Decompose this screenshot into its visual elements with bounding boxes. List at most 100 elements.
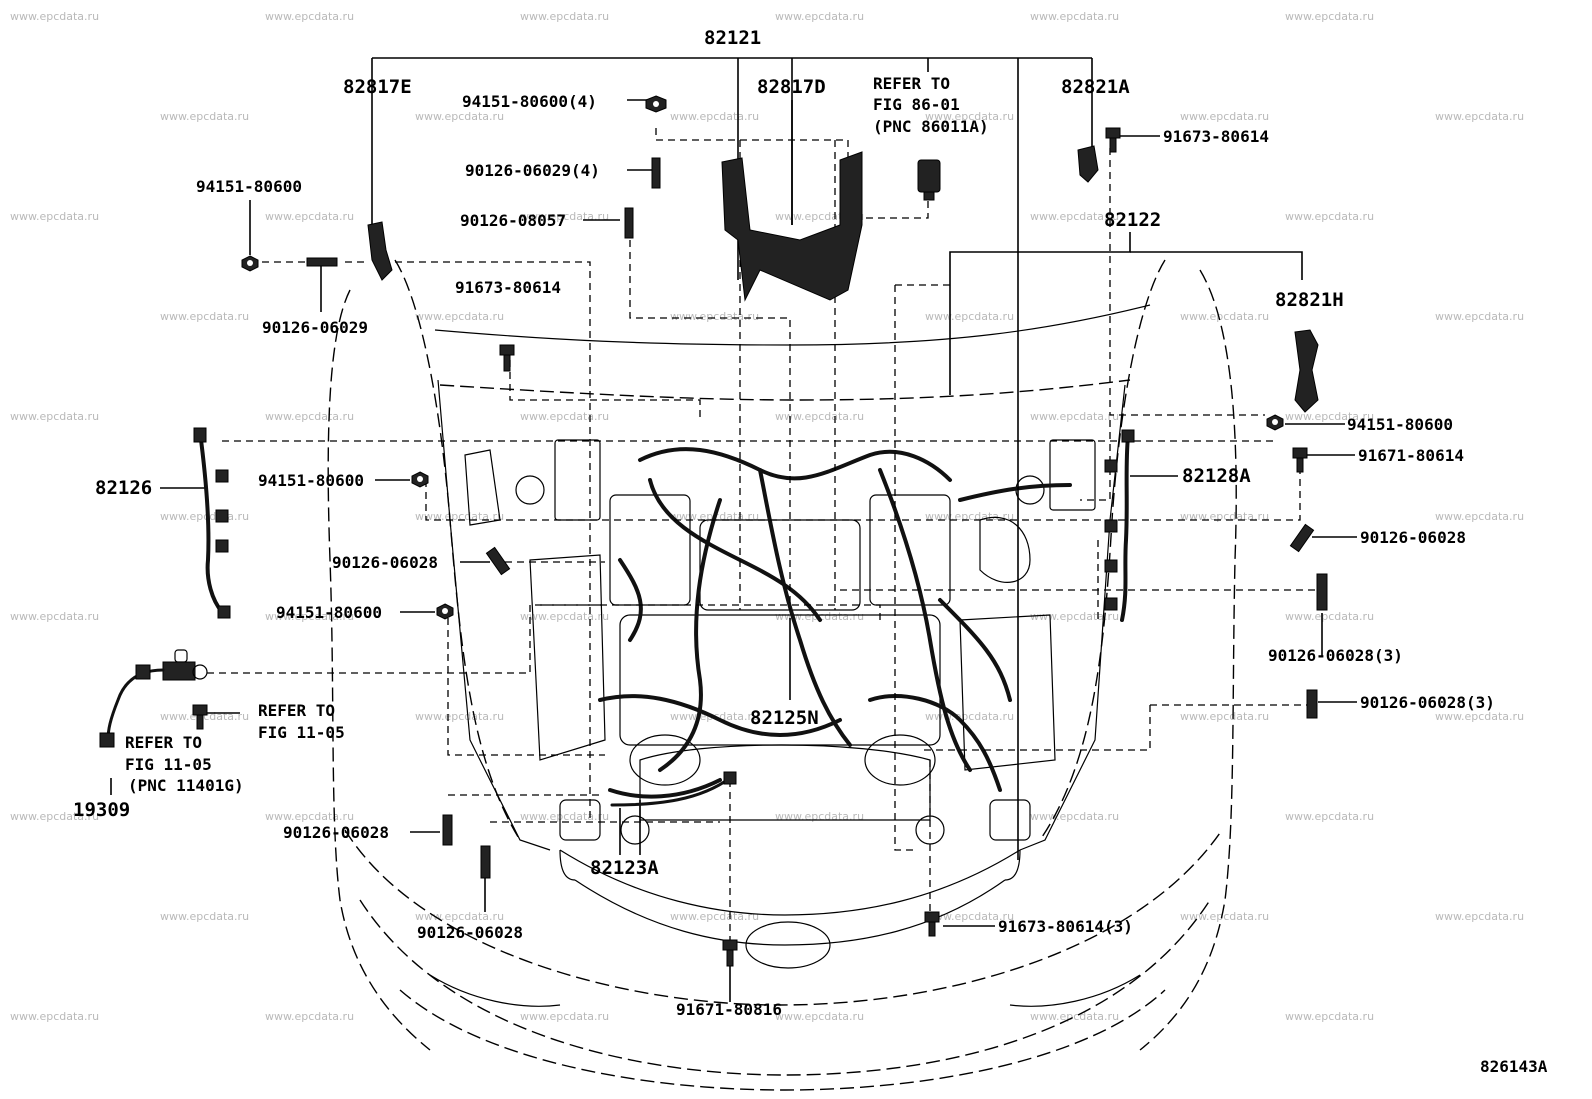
- nut-icon: [645, 95, 667, 113]
- bracket-82821h: [1294, 329, 1319, 413]
- label-90126-08057: 90126-08057: [460, 211, 566, 230]
- watermark-text: www.epcdata.ru: [775, 10, 864, 23]
- refer-86-line3: (PNC 86011A): [873, 117, 989, 136]
- label-94151-80600-right: 94151-80600: [1347, 415, 1453, 434]
- watermark-text: www.epcdata.ru: [160, 110, 249, 123]
- watermark-text: www.epcdata.ru: [1180, 910, 1269, 923]
- label-90126-06028-bottomleft: 90126-06028: [283, 823, 389, 842]
- dashed-leaders: [207, 128, 1315, 940]
- label-94151-80600-mid: 94151-80600: [258, 471, 364, 490]
- stud-icon: [442, 814, 453, 846]
- label-82817e: 82817E: [343, 76, 412, 98]
- watermark-text: www.epcdata.ru: [1285, 610, 1374, 623]
- refer-11-05-b-line3: (PNC 11401G): [128, 776, 244, 795]
- watermark-text: www.epcdata.ru: [925, 510, 1014, 523]
- watermark-text: www.epcdata.ru: [1030, 10, 1119, 23]
- watermark-text: www.epcdata.ru: [160, 310, 249, 323]
- watermark-text: www.epcdata.ru: [10, 10, 99, 23]
- watermark-text: www.epcdata.ru: [1435, 510, 1524, 523]
- watermark-text: www.epcdata.ru: [1180, 710, 1269, 723]
- label-82123a: 82123A: [590, 857, 659, 879]
- watermark-text: www.epcdata.ru: [925, 310, 1014, 323]
- nut-icon: [411, 471, 429, 488]
- label-94151-80600-left: 94151-80600: [196, 177, 302, 196]
- label-94151-80600-low: 94151-80600: [276, 603, 382, 622]
- nut-icon: [1266, 414, 1284, 431]
- watermark-text: www.epcdata.ru: [1285, 210, 1374, 223]
- watermark-text: www.epcdata.ru: [1180, 110, 1269, 123]
- harness-82123a: [610, 771, 737, 807]
- vehicle-body-outline: [327, 259, 1237, 1091]
- watermark-text: www.epcdata.ru: [775, 410, 864, 423]
- stud-icon: [651, 157, 661, 189]
- sub-harness-82126: [193, 427, 231, 619]
- label-19309: 19309: [73, 799, 130, 821]
- watermark-text: www.epcdata.ru: [1285, 810, 1374, 823]
- sensor-19309: [99, 649, 208, 748]
- label-82821h: 82821H: [1275, 289, 1344, 311]
- refer-86-line2: FIG 86-01: [873, 95, 960, 114]
- watermark-text: www.epcdata.ru: [1180, 310, 1269, 323]
- label-91673-80614-3: 91673-80614(3): [998, 917, 1133, 936]
- engine-bay: [464, 439, 1096, 845]
- watermark-text: www.epcdata.ru: [775, 1010, 864, 1023]
- watermark-text: www.epcdata.ru: [160, 910, 249, 923]
- watermark-text: www.epcdata.ru: [1180, 510, 1269, 523]
- nut-icon: [241, 255, 259, 272]
- watermark-text: www.epcdata.ru: [520, 610, 609, 623]
- stud-icon: [480, 845, 491, 879]
- refer-11-05-a-line2: FIG 11-05: [258, 723, 345, 742]
- watermark-text: www.epcdata.ru: [1285, 410, 1374, 423]
- watermark-text: www.epcdata.ru: [520, 410, 609, 423]
- nut-icon: [436, 603, 454, 620]
- label-91671-80614: 91671-80614: [1358, 446, 1464, 465]
- watermark-text: www.epcdata.ru: [1030, 810, 1119, 823]
- label-82821a: 82821A: [1061, 76, 1130, 98]
- watermark-grid: www.epcdata.ru www.epcdata.ru www.epcdata.…: [10, 10, 1524, 1023]
- watermark-text: www.epcdata.ru: [10, 810, 99, 823]
- watermark-text: www.epcdata.ru: [265, 10, 354, 23]
- watermark-text: www.epcdata.ru: [160, 510, 249, 523]
- label-82126: 82126: [95, 477, 152, 499]
- watermark-text: www.epcdata.ru: [10, 1010, 99, 1023]
- stud-icon: [485, 546, 511, 576]
- watermark-text: www.epcdata.ru: [670, 310, 759, 323]
- watermark-text: www.epcdata.ru: [1435, 910, 1524, 923]
- watermark-text: www.epcdata.ru: [670, 910, 759, 923]
- bolt-icon: [192, 704, 208, 730]
- bracket-82817d: [721, 151, 863, 302]
- stud-icon: [624, 207, 634, 239]
- watermark-text: www.epcdata.ru: [415, 710, 504, 723]
- label-91673-80614-top: 91673-80614: [455, 278, 561, 297]
- watermark-text: www.epcdata.ru: [415, 310, 504, 323]
- watermark-text: www.epcdata.ru: [1030, 1010, 1119, 1023]
- watermark-text: www.epcdata.ru: [1435, 310, 1524, 323]
- diagram-id: 826143A: [1480, 1057, 1548, 1076]
- refer-11-05-b-line2: FIG 11-05: [125, 755, 212, 774]
- parts: [99, 95, 1328, 967]
- watermark-text: www.epcdata.ru: [1285, 10, 1374, 23]
- label-90126-06028-3b: 90126-06028(3): [1360, 693, 1495, 712]
- bracket-82821a: [1077, 145, 1099, 183]
- watermark-text: www.epcdata.ru: [265, 1010, 354, 1023]
- refer-11-05-a-line1: REFER TO: [258, 701, 335, 720]
- relay-block-icon: [917, 159, 941, 201]
- label-90126-06028-right: 90126-06028: [1360, 528, 1466, 547]
- watermark-text: www.epcdata.ru: [520, 1010, 609, 1023]
- watermark-text: www.epcdata.ru: [265, 210, 354, 223]
- watermark-text: www.epcdata.ru: [10, 410, 99, 423]
- watermark-text: www.epcdata.ru: [925, 710, 1014, 723]
- label-90126-06028-3a: 90126-06028(3): [1268, 646, 1403, 665]
- label-91671-80816: 91671-80816: [676, 1000, 782, 1019]
- refer-86-line1: REFER TO: [873, 74, 950, 93]
- bolt-icon: [1292, 447, 1308, 473]
- label-91673-80614-right: 91673-80614: [1163, 127, 1269, 146]
- label-90126-06028-bottom: 90126-06028: [417, 923, 523, 942]
- watermark-text: www.epcdata.ru: [925, 110, 1014, 123]
- watermark-text: www.epcdata.ru: [1435, 110, 1524, 123]
- watermark-text: www.epcdata.ru: [415, 110, 504, 123]
- watermark-text: www.epcdata.ru: [520, 810, 609, 823]
- label-94151-80600-4: 94151-80600(4): [462, 92, 597, 111]
- watermark-text: www.epcdata.ru: [415, 910, 504, 923]
